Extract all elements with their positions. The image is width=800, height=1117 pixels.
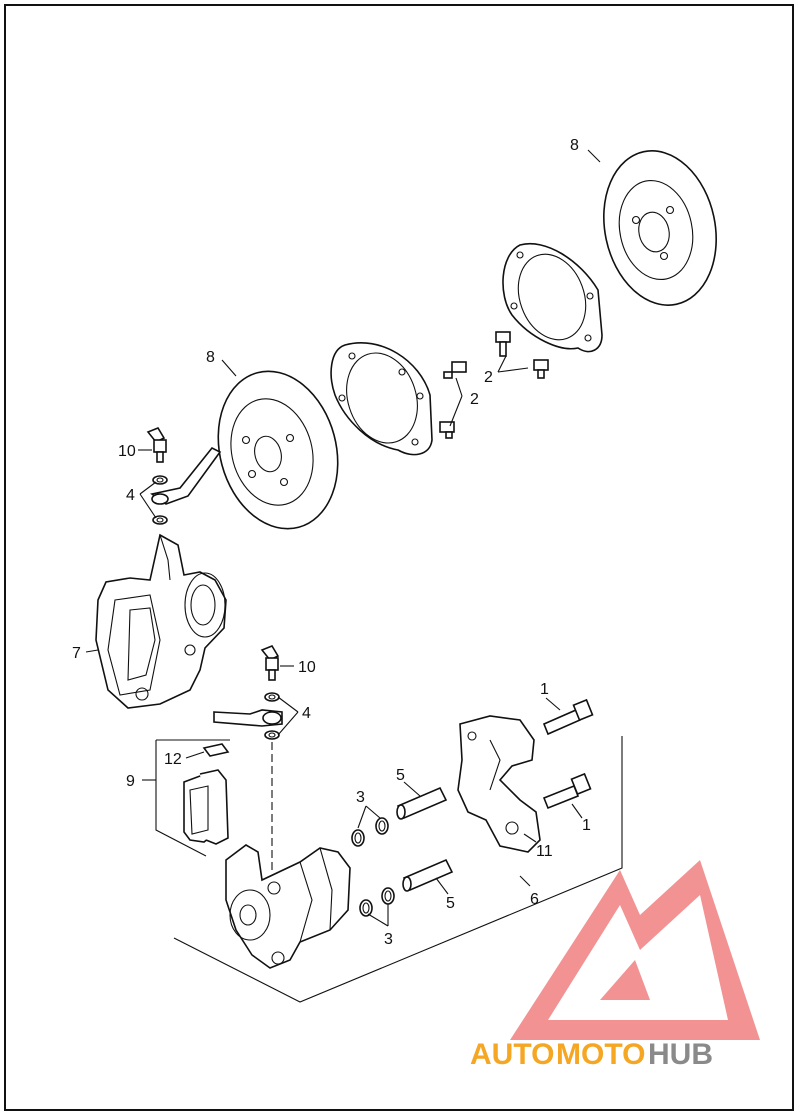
callout-5-upper: 5 [396,767,405,784]
leader-lines [85,149,601,927]
brake-pads [183,769,229,845]
callout-3-upper: 3 [356,789,365,806]
watermark-text-auto: AUTO [470,1038,554,1071]
slide-pin-upper [396,786,448,820]
diagram-frame [4,4,794,1111]
callout-4-upper: 4 [126,487,135,504]
callout-8-middle: 8 [206,349,215,366]
callout-10-lower: 10 [298,659,316,676]
callout-4-lower: 4 [302,705,311,722]
caliper-bolt-lower [542,772,592,810]
washer-banjo-upper [150,446,222,525]
o-rings-upper [351,817,389,847]
callout-6: 6 [530,891,539,908]
caliper-bracket [457,715,541,853]
o-rings-lower [359,887,395,917]
rotor-rear-left [217,370,339,530]
bolt-lower-right [533,359,549,379]
caliper-assembly-lower [225,844,351,969]
slide-pin-lower [402,858,454,892]
assembly-group-bracket [173,736,623,1003]
callout-5-lower: 5 [446,895,455,912]
callout-1-upper: 1 [540,681,549,698]
bolt-upper-middle [443,361,467,379]
callout-2-lower: 2 [470,391,479,408]
watermark-logo [510,860,760,1040]
callout-9: 9 [126,773,135,790]
caliper-bolt-upper [542,698,594,736]
callout-2-upper: 2 [484,369,493,386]
caliper-assembly-left [95,533,227,709]
callout-1-lower: 1 [582,817,591,834]
bleeder-valve-upper [146,427,167,463]
watermark-text-hub: HUB [648,1038,713,1071]
callout-8-top: 8 [570,137,579,154]
pad-clip [202,743,230,757]
watermark-text-moto: MOTO [556,1038,645,1071]
washer-banjo-lower [213,692,283,740]
callout-12: 12 [164,751,182,768]
bolt-upper-right [495,331,511,357]
bleeder-valve-lower [260,645,280,681]
mounting-plate-middle [330,342,433,456]
mounting-plate-right [502,242,603,353]
callout-11: 11 [536,843,553,860]
callout-10-upper: 10 [118,443,136,460]
callout-3-lower: 3 [384,931,393,948]
callout-7: 7 [72,645,81,662]
pad-group-bracket [155,740,207,857]
bolt-lower-middle [439,421,455,439]
rotor-rear-right [603,150,717,306]
